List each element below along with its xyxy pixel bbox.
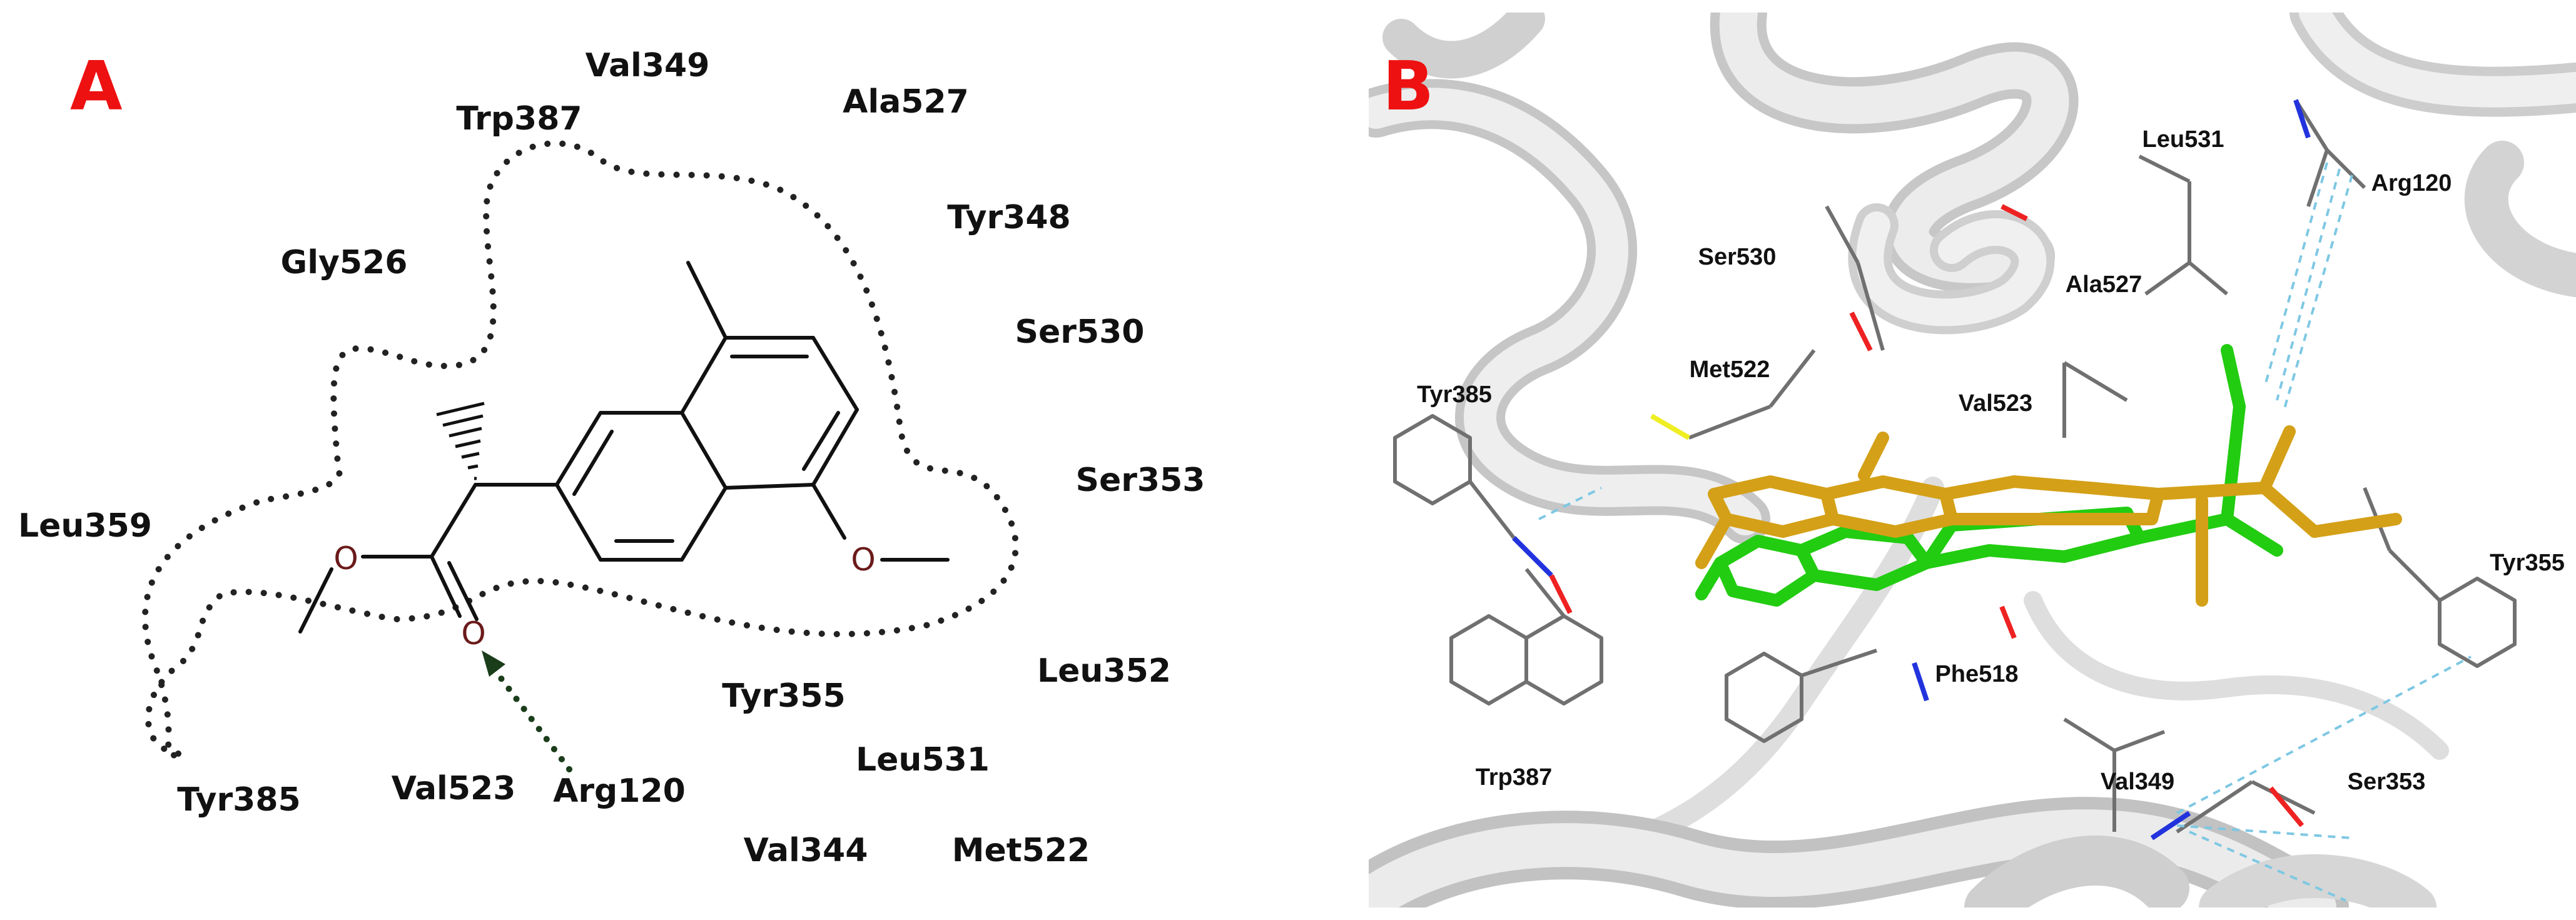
panel-b-letter: B bbox=[1382, 48, 1434, 126]
panel-a: A bbox=[18, 47, 1205, 869]
residue-sticks bbox=[1393, 99, 2517, 834]
panel-a-residue-labels: Val349 Trp387 Ala527 Tyr348 Gly526 Ser53… bbox=[18, 47, 1205, 869]
residue-label-trp387: Trp387 bbox=[456, 100, 582, 138]
residue-label-val349: Val349 bbox=[2101, 769, 2174, 795]
residue-label-val523: Val523 bbox=[1959, 390, 2032, 417]
residue-label-leu531: Leu531 bbox=[2142, 126, 2224, 153]
hbond-arrow bbox=[482, 650, 572, 772]
residue-label-ala527: Ala527 bbox=[843, 83, 969, 121]
atom-o-carbonyl: O bbox=[461, 615, 485, 652]
residue-label-ser353: Ser353 bbox=[1076, 462, 1205, 499]
residue-label-trp387: Trp387 bbox=[1476, 764, 1553, 791]
residue-label-arg120: Arg120 bbox=[2371, 170, 2452, 196]
panel-b: B Leu531 Arg120 Ser530 Ala527 Met522 Tyr… bbox=[1369, 13, 2576, 907]
residue-label-val344: Val344 bbox=[744, 832, 868, 869]
residue-label-tyr355: Tyr355 bbox=[722, 677, 845, 715]
panel-b-residue-labels: Leu531 Arg120 Ser530 Ala527 Met522 Tyr38… bbox=[1417, 126, 2565, 795]
residue-label-met522: Met522 bbox=[952, 832, 1090, 869]
residue-label-phe518: Phe518 bbox=[1935, 661, 2018, 687]
residue-label-leu359: Leu359 bbox=[18, 507, 152, 545]
residue-label-met522: Met522 bbox=[1690, 356, 1770, 383]
residue-label-tyr355: Tyr355 bbox=[2490, 550, 2565, 576]
protein-ribbons bbox=[1369, 13, 2576, 907]
hbond-lines bbox=[1538, 162, 2472, 902]
heteroatom-highlights bbox=[1512, 99, 2311, 841]
residue-label-leu531: Leu531 bbox=[856, 741, 990, 779]
residue-label-tyr385: Tyr385 bbox=[177, 781, 300, 819]
residue-label-tyr348: Tyr348 bbox=[947, 199, 1070, 236]
residue-label-val349: Val349 bbox=[586, 47, 710, 84]
ligand-2d-structure bbox=[298, 261, 950, 634]
ligand-gold bbox=[1695, 425, 2402, 607]
residue-label-ala527: Ala527 bbox=[2066, 271, 2142, 298]
residue-label-ser353: Ser353 bbox=[2348, 769, 2426, 795]
residue-label-val523: Val523 bbox=[392, 770, 516, 807]
residue-label-ser530: Ser530 bbox=[1015, 313, 1145, 351]
residue-label-gly526: Gly526 bbox=[281, 244, 408, 281]
atom-o-methoxy: O bbox=[851, 542, 875, 578]
residue-label-arg120: Arg120 bbox=[553, 772, 686, 810]
residue-label-leu352: Leu352 bbox=[1037, 652, 1171, 690]
atom-o-ester: O bbox=[333, 540, 358, 577]
residue-label-ser530: Ser530 bbox=[1698, 244, 1777, 270]
residue-label-tyr385: Tyr385 bbox=[1417, 382, 1492, 408]
binding-pocket-outline bbox=[141, 140, 1019, 759]
panel-a-letter: A bbox=[70, 48, 123, 126]
